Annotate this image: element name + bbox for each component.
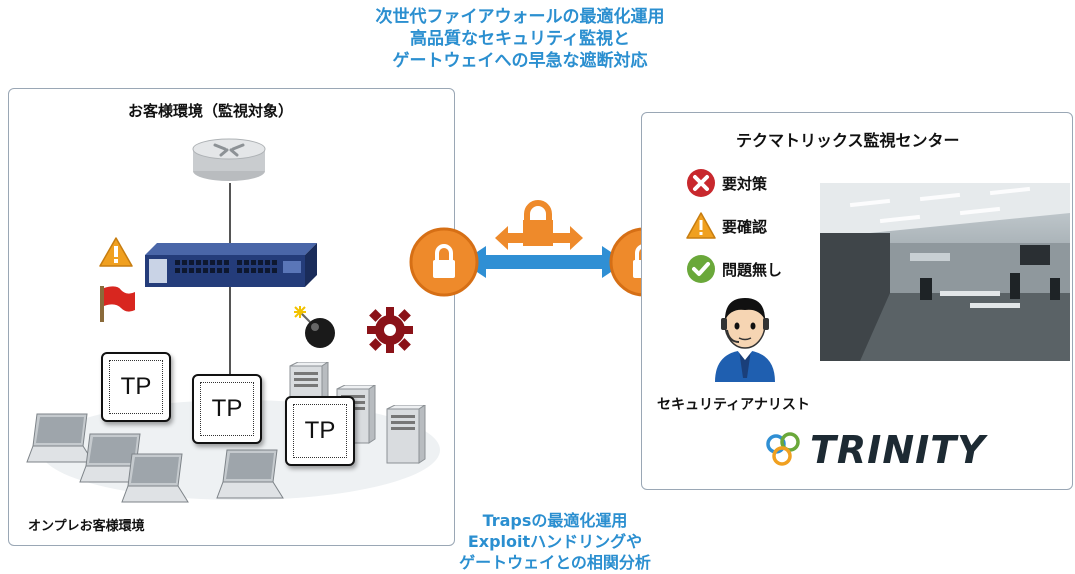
bottom-caption-line-1: Trapsの最適化運用: [482, 511, 628, 530]
red-flag-icon: [100, 286, 135, 322]
network-line: [229, 183, 231, 393]
top-caption-line-1: 次世代ファイアウォールの最適化運用: [375, 7, 665, 27]
firewall-appliance-icon: [145, 243, 317, 287]
security-analyst-icon: [715, 298, 775, 382]
monitoring-room-photo: [820, 183, 1070, 361]
trinity-logo: TRINITY: [764, 428, 986, 472]
trinity-mark-icon: [766, 432, 800, 466]
warning-icon: [686, 212, 716, 239]
blue-double-arrow-icon: [462, 246, 626, 278]
bottom-caption-line-3: ゲートウェイとの相関分析: [459, 553, 651, 572]
traps-agent-badge: TP: [285, 396, 355, 466]
check-circle-icon: [687, 255, 715, 283]
status-label: 要対策: [722, 174, 768, 193]
status-label: 問題無し: [722, 260, 783, 279]
malware-gear-icon: [367, 307, 413, 353]
status-row-check-needed: 要確認: [686, 211, 767, 241]
center-panel-title: テクマトリックス監視センター: [736, 131, 960, 150]
laptop-icon: [26, 413, 94, 463]
orange-double-arrow-icon: [495, 200, 583, 250]
lock-icon-left: [410, 230, 478, 296]
traps-agent-badge: TP: [192, 374, 262, 444]
traps-agent-label: TP: [200, 382, 254, 436]
customer-panel-title: お客様環境（監視対象）: [128, 102, 294, 120]
router-icon: [192, 138, 266, 181]
server-tower-icon: [386, 405, 426, 464]
bottom-caption-line-2: Exploitハンドリングや: [467, 532, 643, 551]
bottom-caption: Trapsの最適化運用 Exploitハンドリングや ゲートウェイとの相関分析: [400, 510, 710, 573]
traps-agent-label: TP: [293, 404, 347, 458]
top-caption-line-2: 高品質なセキュリティ監視と: [410, 29, 630, 49]
status-row-no-problem: 問題無し: [686, 254, 782, 284]
bomb-icon: [294, 306, 335, 348]
traps-agent-label: TP: [109, 360, 163, 414]
laptop-icon: [216, 449, 284, 499]
top-caption-line-3: ゲートウェイへの早急な遮断対応: [392, 51, 648, 71]
onprem-label: オンプレお客様環境: [28, 519, 145, 534]
status-row-action-required: 要対策: [686, 168, 767, 198]
analyst-label: セキュリティアナリスト: [657, 397, 810, 413]
warning-icon: [99, 237, 133, 267]
top-caption: 次世代ファイアウォールの最適化運用 高品質なセキュリティ監視と ゲートウェイへの…: [330, 6, 710, 72]
traps-agent-badge: TP: [101, 352, 171, 422]
trinity-brand-text: TRINITY: [810, 428, 986, 472]
status-label: 要確認: [722, 217, 768, 236]
x-circle-icon: [687, 169, 715, 197]
laptop-icon: [121, 453, 189, 503]
